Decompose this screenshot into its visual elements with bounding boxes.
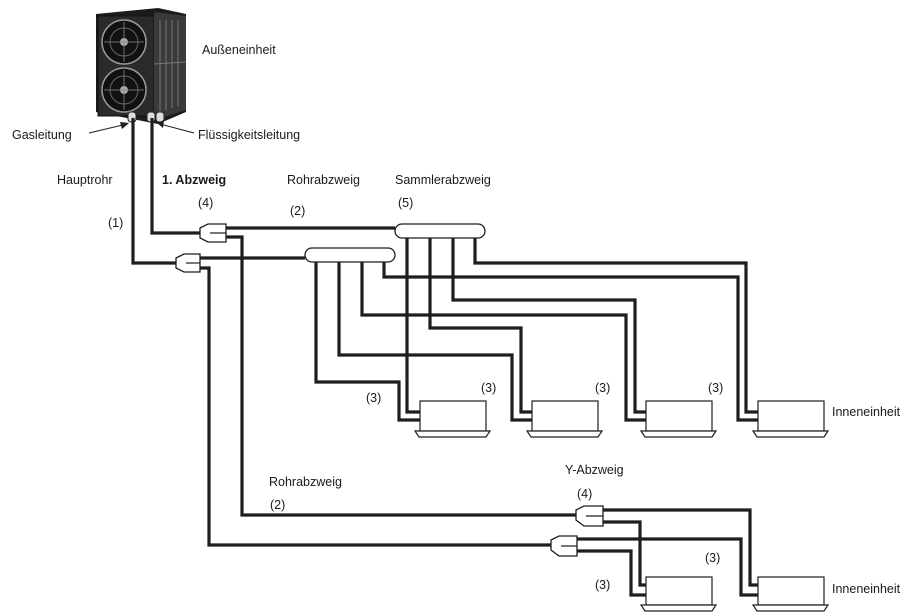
- indoor-unit-4: [751, 400, 830, 438]
- indoor-unit-label-upper: Inneneinheit: [832, 405, 901, 419]
- indoor-pipe-number-1: (3): [366, 391, 381, 405]
- first-branch-number: (4): [198, 196, 213, 210]
- indoor-pipe-number-3: (3): [595, 381, 610, 395]
- header-branch-number: (5): [398, 196, 413, 210]
- header-lower-drop-2: [337, 262, 532, 422]
- header-lower-drop-1: [314, 262, 420, 422]
- y-branch-label: Y-Abzweig: [565, 463, 624, 477]
- header-upper-drop-1: [405, 238, 420, 414]
- indoor-unit-2: [525, 400, 604, 438]
- outdoor-unit-label: Außeneinheit: [202, 43, 276, 57]
- main-gas-pipe: [131, 118, 176, 265]
- header-upper-drop-4: [473, 238, 758, 414]
- indoor-pipe-number-4: (3): [708, 381, 723, 395]
- liquid-line-label: Flüssigkeitsleitung: [198, 128, 300, 142]
- indoor-pipe-number-5: (3): [705, 551, 720, 565]
- branch-pipe-lower-b: [200, 266, 551, 547]
- y-branch-pipe-3: [577, 537, 758, 597]
- main-pipe-number: (1): [108, 216, 123, 230]
- y-branch-pipe-1: [603, 508, 758, 587]
- y-branch-joint-lower: [550, 535, 578, 557]
- outdoor-unit-image: [96, 8, 187, 124]
- header-lower-drop-4: [382, 262, 758, 422]
- first-branch-label: 1. Abzweig: [162, 173, 226, 187]
- branch-pipe-upper-b: [226, 235, 576, 517]
- main-pipe-label: Hauptrohr: [57, 173, 113, 187]
- indoor-unit-6: [751, 576, 830, 612]
- indoor-unit-label-lower: Inneneinheit: [832, 582, 901, 596]
- lower-pipe-branch-number: (2): [270, 498, 285, 512]
- first-branch-joint-upper: [199, 223, 227, 243]
- header-upper-drop-3: [451, 238, 646, 414]
- y-branch-pipe-4: [577, 549, 646, 597]
- indoor-pipe-number-6: (3): [595, 578, 610, 592]
- first-branch-joint-lower: [175, 253, 201, 273]
- indoor-unit-1: [413, 400, 492, 438]
- header-lower-drop-3: [360, 262, 646, 422]
- upper-pipe-branch-label: Rohrabzweig: [287, 173, 360, 187]
- indoor-unit-5: [639, 576, 718, 612]
- header-upper-drop-2: [428, 238, 532, 414]
- header-branch-lower: [304, 247, 396, 263]
- liquid-line-arrow: [157, 120, 195, 134]
- gas-line-arrow: [88, 122, 129, 134]
- header-branch-upper: [394, 223, 486, 239]
- y-branch-pipe-2: [603, 520, 646, 587]
- y-branch-joint-upper: [575, 505, 604, 527]
- upper-pipe-branch-number: (2): [290, 204, 305, 218]
- main-liquid-pipe: [150, 118, 200, 235]
- gas-line-label: Gasleitung: [12, 128, 72, 142]
- y-branch-number: (4): [577, 487, 592, 501]
- header-branch-label: Sammlerabzweig: [395, 173, 491, 187]
- indoor-pipe-number-2: (3): [481, 381, 496, 395]
- indoor-unit-3: [639, 400, 718, 438]
- lower-pipe-branch-label: Rohrabzweig: [269, 475, 342, 489]
